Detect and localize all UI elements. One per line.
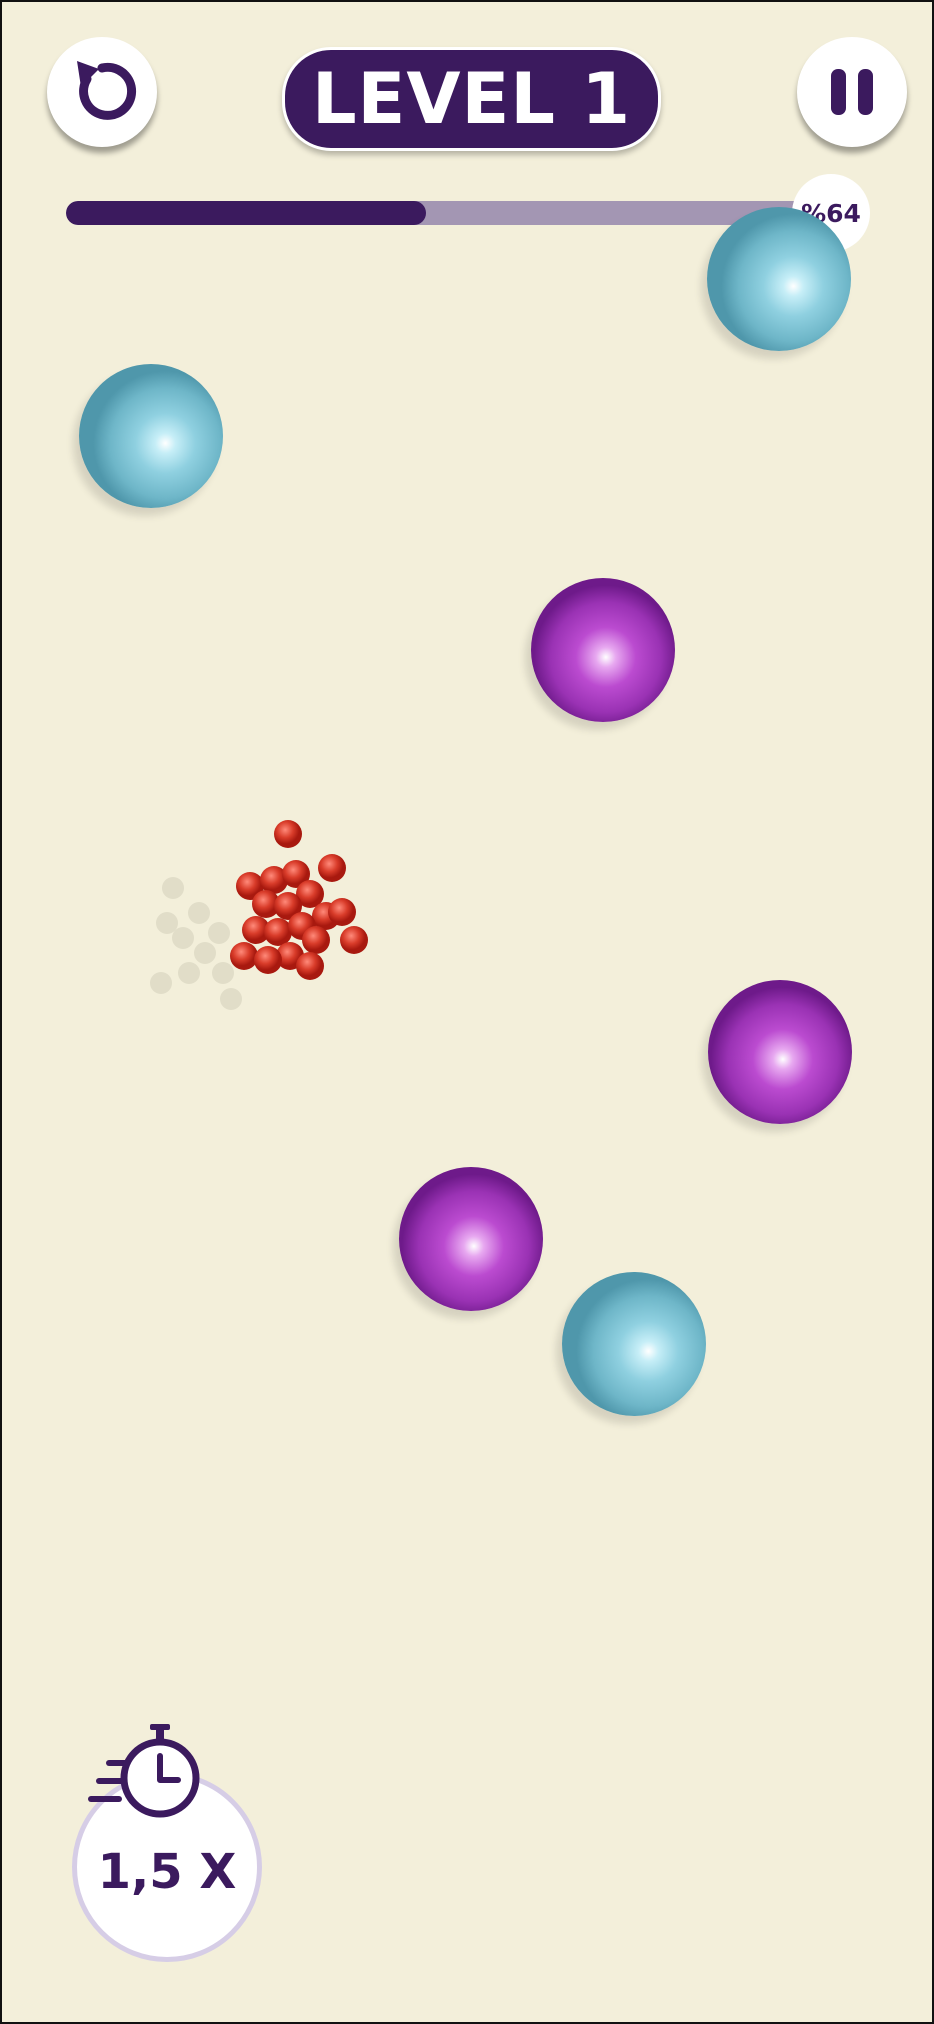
purple-ball xyxy=(399,1167,543,1311)
restart-button[interactable] xyxy=(47,37,157,147)
crowd-trail-dot xyxy=(212,962,234,984)
crowd-trail-dot xyxy=(156,912,178,934)
progress-bar xyxy=(66,201,826,225)
crowd-member xyxy=(264,918,292,946)
restart-arrow-icon xyxy=(77,61,137,120)
crowd-trail-dot xyxy=(162,877,184,899)
crowd-trail-dot xyxy=(194,942,216,964)
level-title: LEVEL 1 xyxy=(282,47,661,151)
crowd-trail-dot xyxy=(188,902,210,924)
crowd-trail-dot xyxy=(150,972,172,994)
blue-ball xyxy=(707,207,851,351)
purple-ball xyxy=(708,980,852,1124)
progress-fill xyxy=(66,201,426,225)
speed-boost-label: 1,5 X xyxy=(97,1844,237,1900)
crowd-member xyxy=(274,820,302,848)
red-crowd[interactable] xyxy=(142,812,382,1012)
crowd-trail-dot xyxy=(172,927,194,949)
pause-icon xyxy=(831,69,873,115)
level-title-text: LEVEL 1 xyxy=(311,58,632,140)
crowd-member xyxy=(318,854,346,882)
crowd-member xyxy=(340,926,368,954)
crowd-member xyxy=(254,946,282,974)
crowd-trail-dot xyxy=(220,988,242,1010)
purple-ball xyxy=(531,578,675,722)
stopwatch-icon xyxy=(88,1724,200,1818)
crowd-member xyxy=(296,952,324,980)
blue-ball xyxy=(562,1272,706,1416)
crowd-member xyxy=(302,926,330,954)
crowd-trail-dot xyxy=(208,922,230,944)
crowd-member xyxy=(230,942,258,970)
blue-ball xyxy=(79,364,223,508)
pause-button[interactable] xyxy=(797,37,907,147)
crowd-trail-dot xyxy=(178,962,200,984)
crowd-member xyxy=(328,898,356,926)
